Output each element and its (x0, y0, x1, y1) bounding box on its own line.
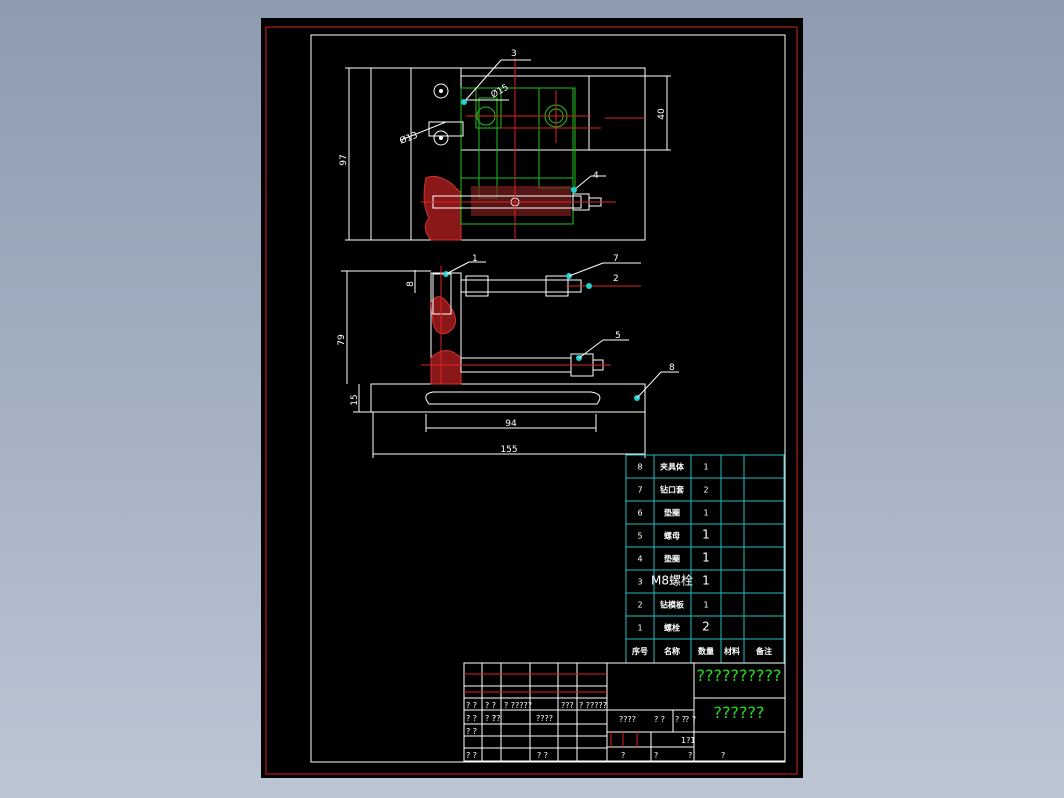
bom-row-name: M8螺栓 (651, 573, 693, 588)
leader-5: 5 (615, 331, 621, 341)
bom-row-name: 钻口套 (660, 485, 685, 495)
dim-94: 94 (505, 419, 517, 429)
tb-scale: 1?1 (681, 736, 695, 745)
title-block (463, 662, 786, 762)
bom-header-material: 材料 (724, 646, 740, 656)
bom-header-qty: 数量 (698, 646, 714, 656)
bom-row-name: 螺栓 (664, 623, 680, 633)
front-view: 8 79 15 94 155 1 7 2 5 8 (337, 254, 679, 458)
bom-header-no: 序号 (632, 646, 648, 656)
tb-mid2-1: ? (654, 751, 658, 760)
tb-mid1-1: ? ? (654, 715, 665, 724)
bom-row-qty: 1 (702, 551, 710, 565)
outer-frame (265, 26, 798, 775)
bom-row-qty: 1 (703, 463, 708, 472)
bom-row-qty: 2 (702, 620, 710, 634)
tb-mid1-0: ???? (619, 715, 636, 724)
title-big-2: ?????? (714, 703, 765, 722)
title-big-1: ?????????? (697, 666, 782, 685)
drawing-sheet: 97 40 Ø15 Ø13 3 4 (261, 18, 803, 778)
tb-r1-1: ? ? (485, 701, 496, 710)
dim-phi13: Ø13 (398, 130, 419, 147)
tb-r1-2: ? ????? (504, 701, 532, 710)
bom-row-no: 1 (637, 624, 642, 633)
dim-phi15: Ø15 (489, 82, 511, 101)
bom-row-qty: 1 (702, 528, 710, 542)
leader-4: 4 (593, 171, 599, 181)
bom-row-no: 6 (637, 509, 642, 518)
bom-header-name: 名称 (664, 646, 680, 656)
tb-mid1-2: ? ? (675, 715, 686, 724)
dim-155: 155 (500, 445, 517, 455)
bom-row-name: 垫圈 (664, 554, 680, 564)
bom-row-name: 螺母 (664, 531, 680, 541)
tb-r2-2: ?? (492, 714, 501, 723)
leader-7: 7 (613, 254, 619, 264)
bom-row-qty: 1 (703, 601, 708, 610)
tb-r4-0: ? ? (466, 751, 477, 760)
tb-r2-0: ? ? (466, 714, 477, 723)
tb-r4-1: ? ? (537, 751, 548, 760)
inner-border (310, 34, 786, 763)
tb-right-q: ? (721, 751, 725, 760)
tb-mid2-2: ? (688, 751, 692, 760)
bom-rows: 8 夹具体 1 7 钻口套 2 6 垫圈 1 5 螺母 1 4 垫圈 1 3 M8螺栓 1 2 钻模板 1 1 螺栓 2 序号 名… (626, 462, 784, 656)
leader-8: 8 (669, 363, 675, 373)
tb-r1-0: ? ? (466, 701, 477, 710)
bom-row-name: 垫圈 (664, 508, 680, 518)
dim-15: 15 (350, 394, 360, 405)
bom-row-name: 钻模板 (660, 600, 685, 610)
bom-row-no: 2 (637, 601, 642, 610)
bom-row-name: 夹具体 (660, 462, 685, 472)
tb-r2-3: ???? (536, 714, 553, 723)
bom-row-qty: 2 (703, 486, 708, 495)
dim-40: 40 (657, 108, 667, 120)
bom-row-no: 3 (637, 578, 642, 587)
tb-r2-1: ? ? (485, 714, 496, 723)
dim-8: 8 (406, 281, 416, 287)
leader-1: 1 (472, 254, 478, 264)
tb-mid2-0: ? (621, 751, 625, 760)
dim-79: 79 (337, 334, 347, 346)
bom-row-no: 5 (637, 532, 642, 541)
tb-r3-0: ? ? (466, 727, 477, 736)
cad-drawing: 97 40 Ø15 Ø13 3 4 (265, 26, 798, 775)
bom-row-no: 8 (637, 463, 642, 472)
bom-row-no: 7 (637, 486, 642, 495)
bom-row-qty: 1 (702, 574, 710, 588)
dim-97: 97 (339, 154, 349, 165)
tb-r1-3: ??? (561, 701, 574, 710)
bom-header-note: 备注 (755, 646, 772, 656)
leader-3: 3 (511, 49, 517, 59)
leader-2: 2 (613, 274, 619, 284)
tb-r1-4: ? ????? (579, 701, 607, 710)
tb-mid1-3: ? ? (685, 715, 696, 724)
bom-row-no: 4 (637, 555, 642, 564)
bom-row-qty: 1 (703, 509, 708, 518)
top-view: 97 40 Ø15 Ø13 3 4 (339, 49, 671, 241)
